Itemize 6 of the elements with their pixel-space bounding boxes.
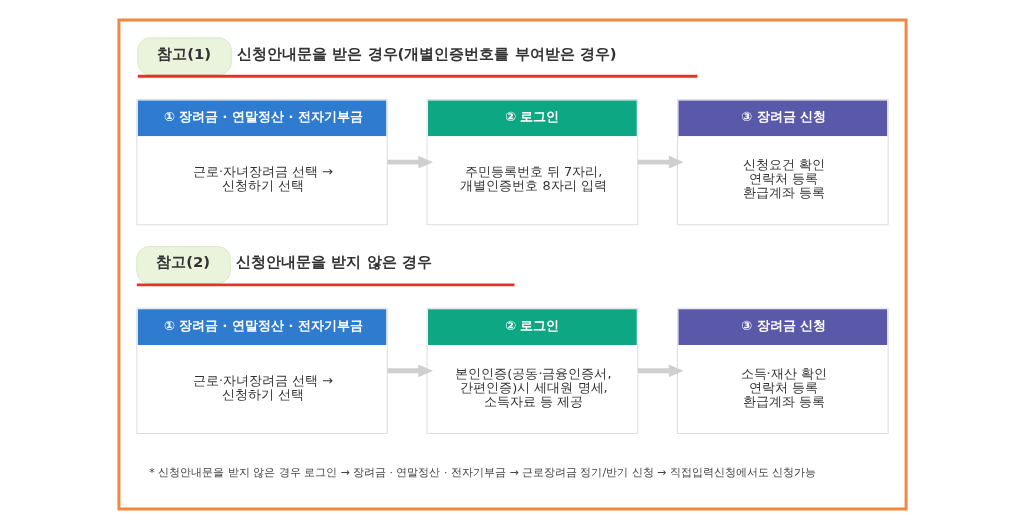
arrow [637,364,684,378]
cluster [116,18,908,511]
arrow [386,155,433,169]
label: * 신청안내문을 받지 않은 경우 로그인 → 장려금 · 연말정산 · 전자기부금 → 근로장려금 정기/반기 신청 → 직접입력신청에서도 신청가능 [148,466,816,479]
arrow [637,155,684,169]
arrow [386,364,433,378]
